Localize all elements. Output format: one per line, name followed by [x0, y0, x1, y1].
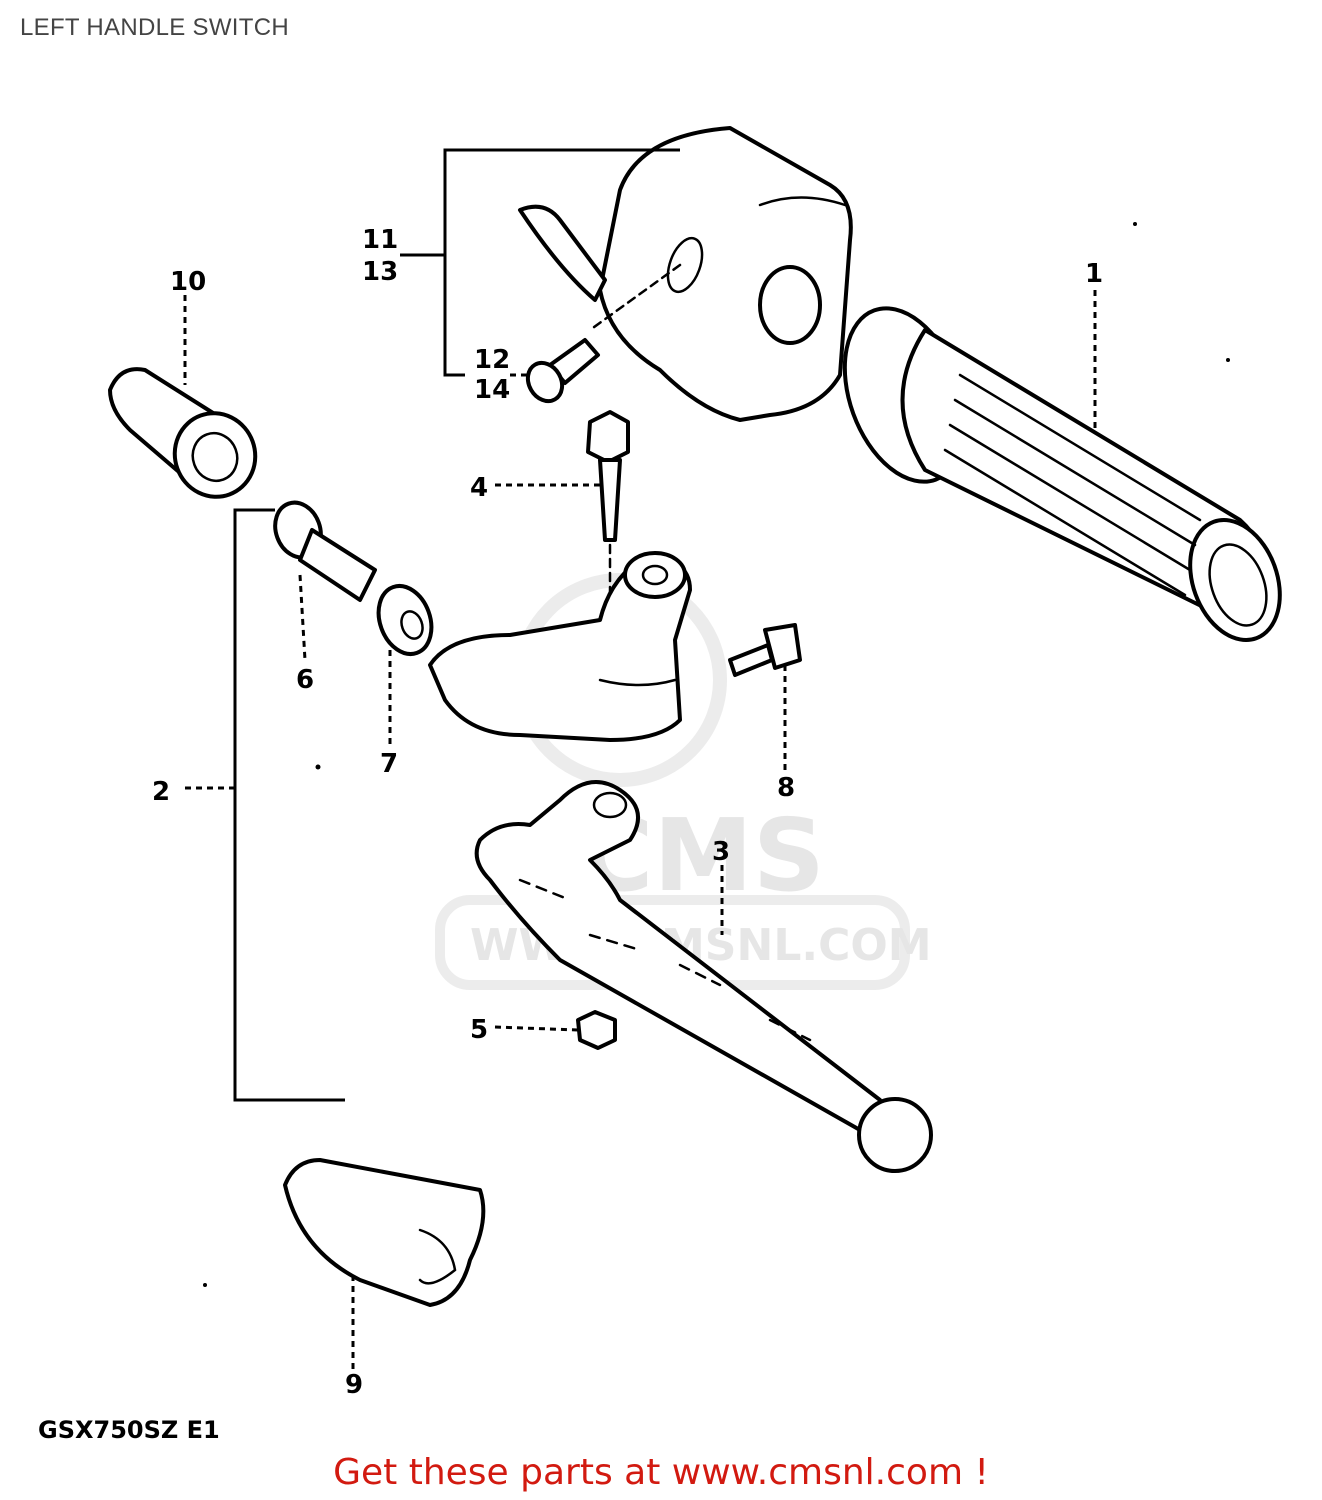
speck — [1133, 222, 1137, 226]
callout-6: 6 — [296, 665, 314, 695]
callout-14: 14 — [474, 375, 510, 405]
lever-holder — [428, 551, 692, 742]
part-8-screw — [728, 623, 802, 677]
footer-link-text[interactable]: Get these parts at www.cmsnl.com ! — [333, 1452, 989, 1493]
part-5-nut — [576, 1010, 617, 1050]
part-10-boot — [108, 367, 258, 499]
callout-leaders — [183, 290, 1097, 1370]
part-12-screw — [525, 338, 600, 404]
speck — [203, 1283, 207, 1287]
part-7-nut — [376, 584, 434, 656]
callout-8: 8 — [777, 773, 795, 803]
model-code: GSX750SZ E1 — [38, 1416, 220, 1444]
callout-11: 11 — [362, 225, 398, 255]
callout-7: 7 — [380, 749, 398, 779]
part-9-cover — [283, 1158, 486, 1307]
speck — [315, 764, 321, 770]
speck — [1226, 358, 1230, 362]
callout-3: 3 — [712, 837, 730, 867]
callout-9: 9 — [345, 1370, 363, 1400]
callout-2: 2 — [152, 777, 170, 807]
callout-12: 12 — [474, 345, 510, 375]
part-1-grip — [842, 306, 1282, 643]
callout-10: 10 — [170, 267, 206, 297]
part-6-adjuster — [273, 500, 377, 602]
page-title: LEFT HANDLE SWITCH — [20, 14, 289, 41]
part-4-bolt — [586, 410, 630, 662]
callout-5: 5 — [470, 1015, 488, 1045]
part-11-switch-housing — [518, 126, 853, 422]
callout-4: 4 — [470, 473, 488, 503]
group-2-bracket — [233, 508, 345, 1102]
callout-1: 1 — [1085, 259, 1103, 289]
callout-13: 13 — [362, 257, 398, 287]
part-3-lever — [474, 780, 933, 1173]
group-11-bracket — [443, 148, 680, 377]
